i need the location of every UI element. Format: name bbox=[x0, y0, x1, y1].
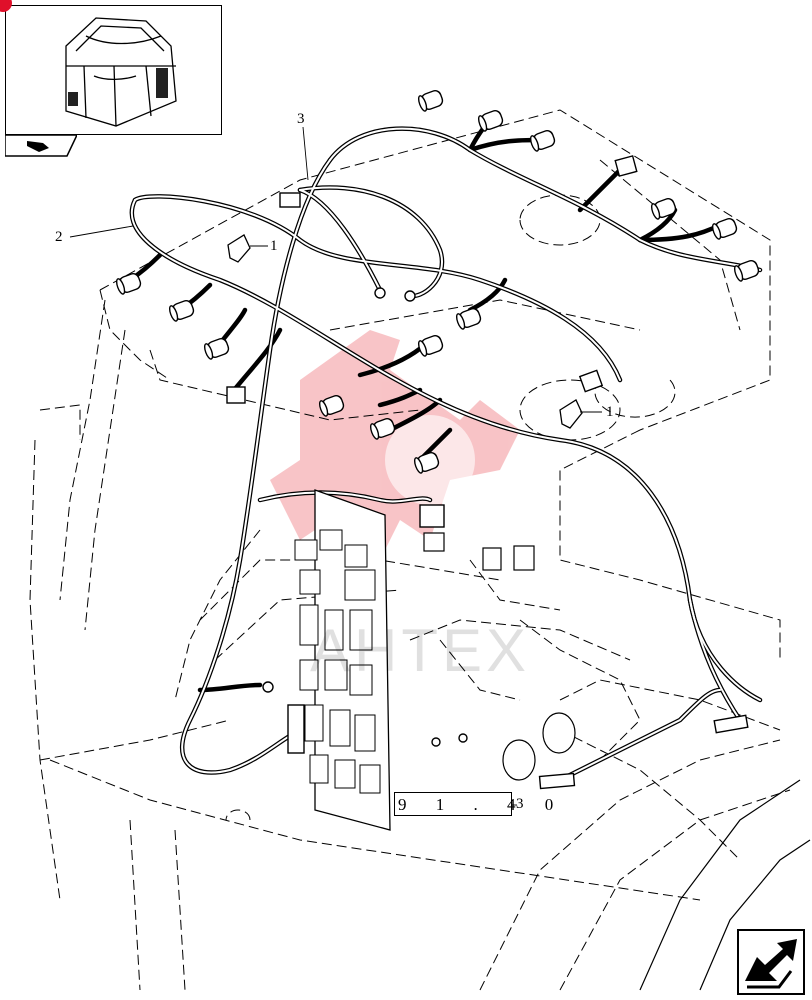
callout-1-right: 1 bbox=[606, 404, 614, 420]
page-marker-dot bbox=[0, 0, 12, 12]
round-connectors bbox=[115, 90, 760, 474]
relay bbox=[513, 545, 535, 571]
block-connector bbox=[419, 504, 445, 528]
ring-terminal bbox=[374, 287, 386, 299]
next-page-button[interactable] bbox=[737, 929, 805, 995]
block-connector bbox=[578, 369, 604, 393]
round-connector bbox=[115, 273, 142, 295]
block-connector bbox=[538, 772, 576, 790]
round-connector bbox=[455, 308, 482, 330]
callout-3-top: 3 bbox=[297, 111, 305, 127]
round-connector bbox=[711, 218, 738, 240]
cab-thumbnail-icon bbox=[65, 17, 177, 127]
round-connector bbox=[203, 338, 230, 360]
block-connectors bbox=[226, 155, 749, 790]
round-connector bbox=[529, 130, 556, 152]
machine-outline-solid bbox=[639, 779, 811, 991]
ring-terminal bbox=[431, 737, 441, 747]
ring-terminal bbox=[404, 290, 416, 302]
sensor-1a bbox=[227, 234, 251, 263]
reference-code-box bbox=[394, 792, 512, 816]
fuse-board bbox=[294, 489, 391, 831]
round-connector bbox=[733, 260, 760, 282]
block-connector bbox=[226, 386, 246, 404]
round-connector bbox=[168, 300, 195, 322]
block-connector bbox=[287, 704, 305, 754]
relay bbox=[482, 547, 502, 571]
callout-2: 2 bbox=[55, 229, 63, 245]
relay-parts bbox=[423, 532, 576, 781]
watermark-text: AHTEX bbox=[310, 617, 531, 684]
next-page-arrow-icon bbox=[745, 939, 797, 989]
round-connector bbox=[318, 395, 345, 417]
leader-lines bbox=[69, 126, 602, 806]
round-connector bbox=[369, 418, 396, 440]
block-connector bbox=[614, 155, 638, 177]
callout-1-left: 1 bbox=[270, 238, 278, 254]
ring-terminal bbox=[262, 681, 274, 693]
relay bbox=[423, 532, 445, 552]
cab-outline-dashed bbox=[29, 109, 791, 991]
block-connector bbox=[713, 714, 749, 734]
ring-terminals bbox=[262, 287, 468, 747]
harness-cables-inner bbox=[130, 127, 761, 781]
sensor-parts bbox=[227, 234, 583, 429]
sensor-1b bbox=[559, 399, 583, 429]
round-connector bbox=[417, 90, 444, 112]
callout-3-bottom: 3 bbox=[516, 796, 524, 812]
block-connector bbox=[279, 192, 301, 208]
round-connector bbox=[650, 198, 677, 220]
round-connector bbox=[477, 110, 504, 132]
section-tab bbox=[4, 134, 79, 160]
section-tab-icon bbox=[4, 134, 79, 157]
round-connector bbox=[413, 452, 440, 474]
rotary-switch bbox=[502, 739, 536, 781]
ring-terminal bbox=[458, 733, 468, 743]
round-connector bbox=[417, 335, 444, 357]
rotary-switch bbox=[542, 712, 576, 754]
cab-thumbnail bbox=[5, 5, 222, 135]
reference-code: 9 1 . 4 0 bbox=[398, 795, 566, 814]
